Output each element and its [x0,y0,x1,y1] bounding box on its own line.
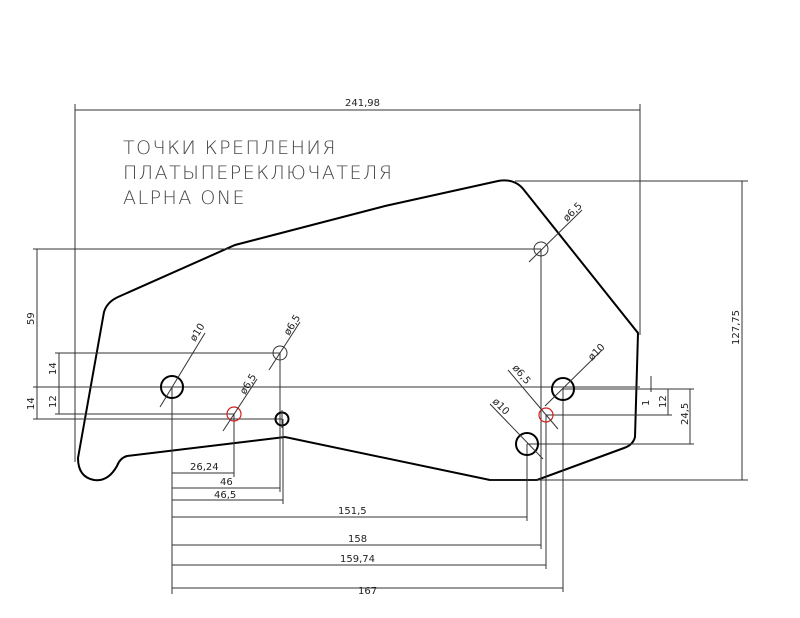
dim-overall-height: 127,75 [490,180,748,481]
svg-text:12: 12 [658,395,669,408]
svg-text:ø6,5: ø6,5 [282,313,303,338]
svg-text:127,75: 127,75 [731,310,742,345]
title-line-3: ALPHA ONE [123,187,246,209]
svg-text:12: 12 [48,395,59,408]
svg-text:ø10: ø10 [490,396,511,417]
hole-4 [274,410,290,428]
svg-text:241,98: 241,98 [345,98,380,109]
title-line-1: ТОЧКИ КРЕПЛЕНИЯ [123,137,337,159]
svg-text:158: 158 [348,534,367,545]
svg-text:26,24: 26,24 [190,462,219,473]
svg-text:46,5: 46,5 [214,490,236,501]
hole-2: ø6,5 [268,313,303,371]
svg-text:ø6,5: ø6,5 [238,372,259,397]
dim-left: 59 14 14 12 [26,248,640,420]
svg-text:24,5: 24,5 [680,403,691,425]
svg-text:159,74: 159,74 [340,554,375,565]
svg-text:14: 14 [48,362,59,375]
hole-7-highlighted: ø6,5 [507,363,559,430]
svg-text:ø6,5: ø6,5 [510,363,533,387]
svg-text:ø10: ø10 [586,342,607,363]
hole-8: ø10 [489,396,544,460]
hole-6: ø10 [544,342,607,407]
svg-text:46: 46 [220,477,233,488]
dim-right: 1 12 24,5 [527,376,694,445]
svg-text:14: 14 [26,397,37,410]
svg-text:167: 167 [358,586,377,597]
hole-1: ø10 [159,322,208,408]
title-line-2: ПЛАТЫПЕРЕКЛЮЧАТЕЛЯ [123,162,394,184]
svg-text:59: 59 [26,312,37,325]
svg-text:1: 1 [641,400,652,406]
part-outline [76,179,640,482]
dim-overall-width: 241,98 [74,98,641,462]
hole-3-highlighted: ø6,5 [222,372,259,432]
dim-bottom: 26,24 46 46,5 151,5 158 159,74 167 [171,249,564,597]
svg-text:ø6,5: ø6,5 [561,201,584,224]
svg-text:ø10: ø10 [188,322,207,344]
svg-text:151,5: 151,5 [338,506,367,517]
